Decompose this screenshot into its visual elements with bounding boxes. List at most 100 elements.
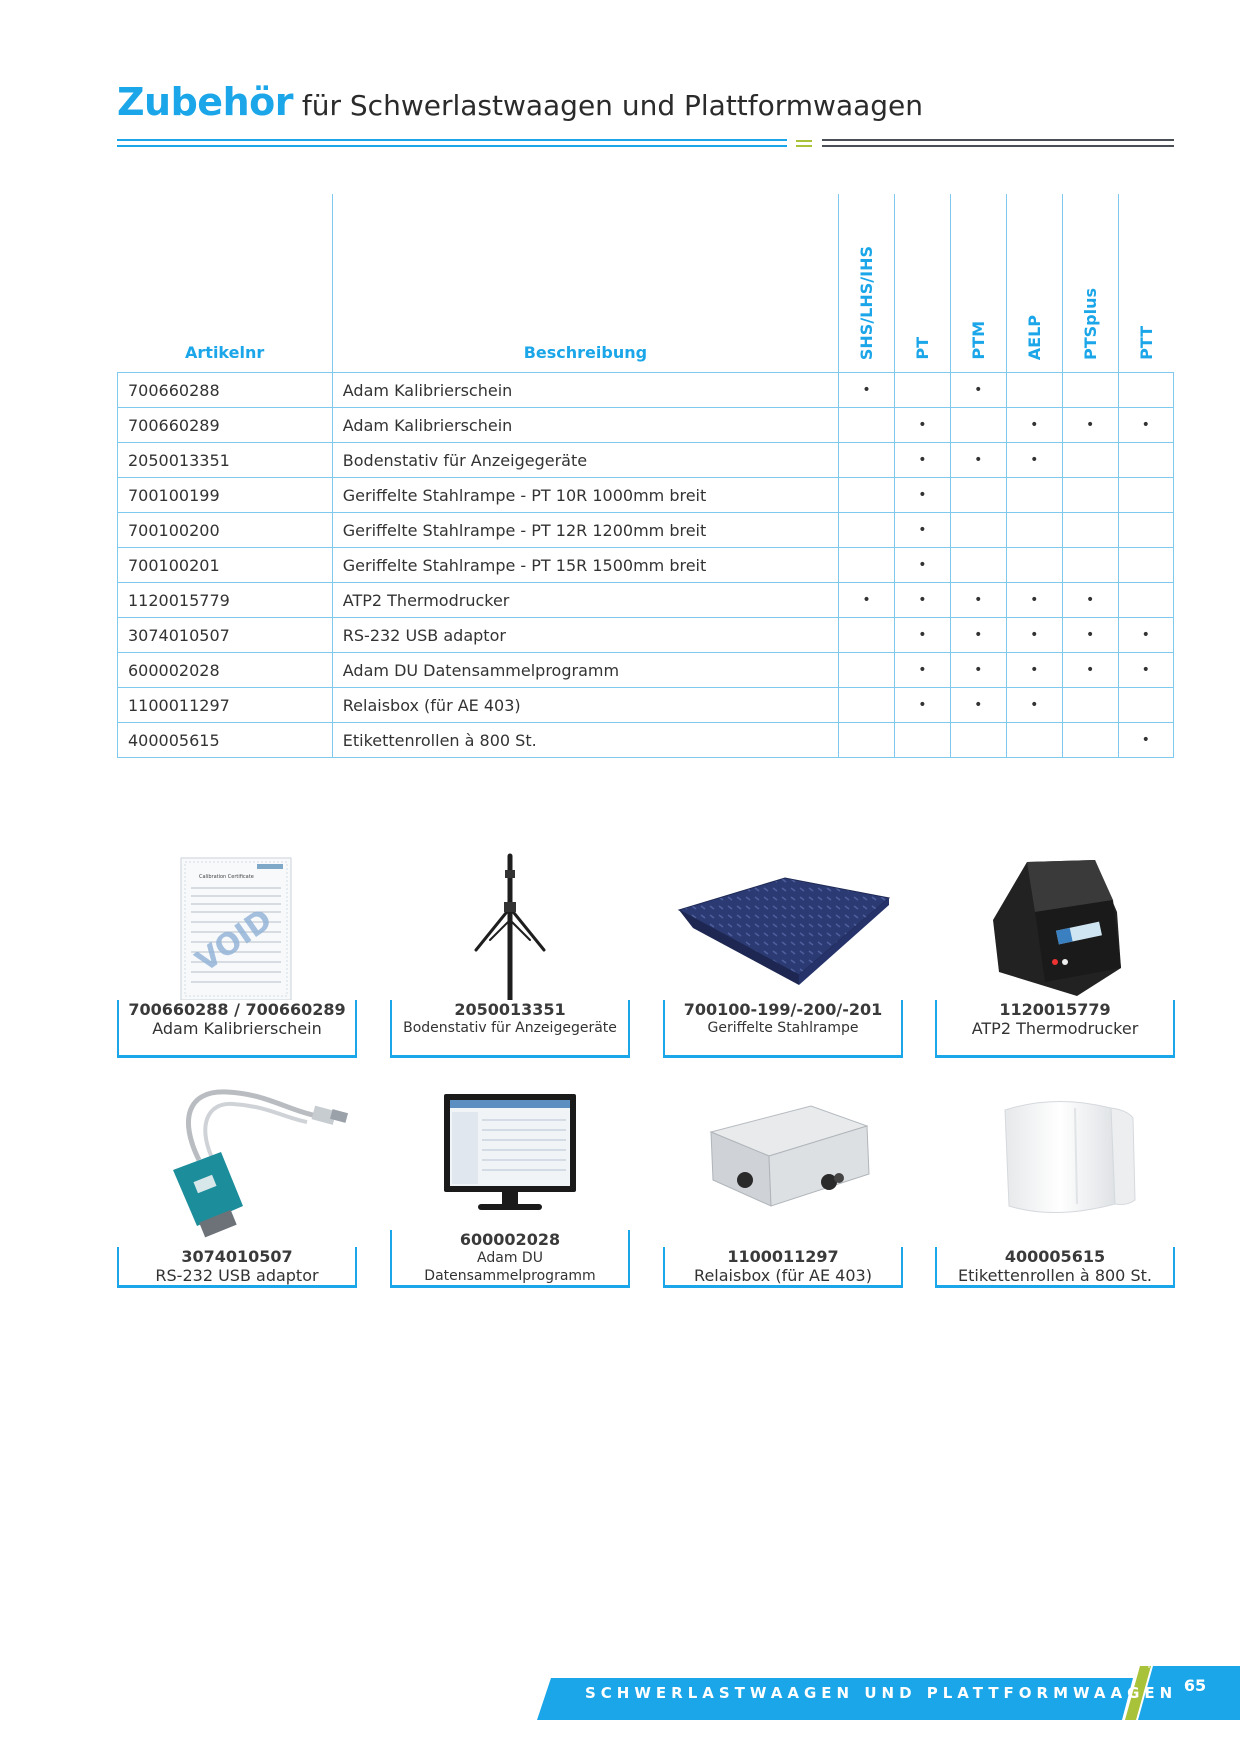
cell-compat-mark: •	[1005, 652, 1063, 688]
title-accent: Zubehör	[117, 80, 293, 124]
product-label: 700100-199/-200/-201 Geriffelte Stahlram…	[663, 1000, 903, 1058]
cell-compat-mark: •	[949, 687, 1007, 723]
cell-compat-mark	[1061, 372, 1119, 408]
product-code: 700660288 / 700660289	[128, 1000, 346, 1019]
cell-beschreibung: Geriffelte Stahlrampe - PT 10R 1000mm br…	[331, 477, 840, 513]
product-code: 2050013351	[454, 1000, 566, 1019]
cell-compat-mark: •	[1005, 407, 1063, 443]
cell-compat-mark	[1061, 442, 1119, 478]
product-code: 1100011297	[727, 1247, 839, 1266]
footer-banner-shape	[537, 1666, 1240, 1720]
cell-compat-mark	[838, 512, 895, 548]
product-code: 1120015779	[999, 1000, 1111, 1019]
product-name: Etikettenrollen à 800 St.	[958, 1266, 1152, 1285]
product-code: 700100-199/-200/-201	[683, 1000, 883, 1019]
product-label: 700660288 / 700660289 Adam Kalibriersche…	[117, 1000, 357, 1058]
table-header-row: Artikelnr Beschreibung SHS/LHS/IHS PT PT…	[117, 194, 1174, 373]
cell-compat-mark: •	[1061, 582, 1119, 618]
cell-compat-mark: •	[1005, 582, 1063, 618]
page-number: 65	[1183, 1676, 1207, 1695]
cell-compat-mark	[893, 372, 951, 408]
title-rule-left	[117, 138, 787, 150]
usb-adaptor-image	[173, 1089, 349, 1238]
product-label: 3074010507 RS-232 USB adaptor	[117, 1247, 357, 1288]
cell-compat-mark: •	[893, 687, 951, 723]
header-model: SHS/LHS/IHS	[838, 194, 895, 373]
cell-compat-mark	[949, 512, 1007, 548]
cell-compat-mark: •	[893, 512, 951, 548]
cell-compat-mark	[1117, 442, 1175, 478]
product-name: Adam Kalibrierschein	[152, 1019, 322, 1038]
product-name-line1: Adam DU	[477, 1250, 543, 1266]
header-model: PT	[893, 194, 951, 373]
cell-compat-mark: •	[949, 372, 1007, 408]
header-artikelnr: Artikelnr	[117, 194, 333, 373]
label-roll-image	[1004, 1100, 1136, 1214]
cell-compat-mark: •	[1117, 617, 1175, 653]
cell-compat-mark: •	[893, 407, 951, 443]
product-code: 400005615	[1004, 1247, 1106, 1266]
product-name-line2: Datensammelprogramm	[424, 1268, 596, 1284]
steel-ramp-image	[677, 877, 891, 985]
cell-compat-mark	[1117, 687, 1175, 723]
cell-compat-mark	[1117, 477, 1175, 513]
cell-beschreibung: Adam Kalibrierschein	[331, 407, 840, 443]
footer-section-title: SCHWERLASTWAAGEN UND PLATTFORMWAAGEN	[585, 1684, 1178, 1702]
footer-banner: SCHWERLASTWAAGEN UND PLATTFORMWAAGEN 65	[537, 1666, 1240, 1720]
cell-beschreibung: Adam Kalibrierschein	[331, 372, 840, 408]
cell-compat-mark: •	[838, 372, 895, 408]
product-code: 600002028	[459, 1230, 561, 1249]
title-rule-right	[822, 138, 1174, 150]
cell-compat-mark	[838, 722, 895, 758]
cell-compat-mark	[1117, 582, 1175, 618]
product-name: RS-232 USB adaptor	[155, 1266, 319, 1285]
cell-compat-mark	[838, 652, 895, 688]
cell-beschreibung: Adam DU Datensammelprogramm	[331, 652, 840, 688]
cell-compat-mark	[1005, 477, 1063, 513]
cell-artikelnr: 400005615	[117, 722, 333, 758]
monitor-software-image	[444, 1094, 576, 1210]
cell-compat-mark	[1005, 722, 1063, 758]
cell-artikelnr: 700100200	[117, 512, 333, 548]
cell-compat-mark: •	[949, 582, 1007, 618]
cell-artikelnr: 1120015779	[117, 582, 333, 618]
cell-compat-mark	[949, 547, 1007, 583]
product-code: 3074010507	[181, 1247, 293, 1266]
cell-compat-mark: •	[838, 582, 895, 618]
cell-beschreibung: Relaisbox (für AE 403)	[331, 687, 840, 723]
cell-beschreibung: Geriffelte Stahlrampe - PT 15R 1500mm br…	[331, 547, 840, 583]
cell-compat-mark	[1117, 372, 1175, 408]
cell-compat-mark: •	[893, 582, 951, 618]
product-name: ATP2 Thermodrucker	[971, 1019, 1139, 1038]
cell-compat-mark: •	[1061, 652, 1119, 688]
cell-compat-mark	[838, 617, 895, 653]
cell-compat-mark: •	[1061, 407, 1119, 443]
relay-box-image	[709, 1105, 870, 1207]
cell-compat-mark: •	[893, 442, 951, 478]
cell-compat-mark: •	[949, 617, 1007, 653]
cert-heading: Calibration Certificate	[199, 874, 254, 880]
header-model: PTM	[949, 194, 1007, 373]
cell-compat-mark	[1061, 687, 1119, 723]
product-label: 1100011297 Relaisbox (für AE 403)	[663, 1247, 903, 1288]
thermal-printer-image	[993, 860, 1121, 996]
cell-compat-mark: •	[1005, 687, 1063, 723]
cell-beschreibung: Bodenstativ für Anzeigegeräte	[331, 442, 840, 478]
cell-compat-mark	[838, 407, 895, 443]
product-name: Bodenstativ für Anzeigegeräte	[403, 1020, 617, 1036]
header-model: PTT	[1117, 194, 1174, 373]
cell-beschreibung: Etikettenrollen à 800 St.	[331, 722, 840, 758]
cell-artikelnr: 700660289	[117, 407, 333, 443]
cell-compat-mark	[1061, 512, 1119, 548]
cell-compat-mark: •	[893, 477, 951, 513]
accessory-table: Artikelnr Beschreibung SHS/LHS/IHS PT PT…	[117, 194, 1175, 758]
cell-artikelnr: 2050013351	[117, 442, 333, 478]
cell-artikelnr: 600002028	[117, 652, 333, 688]
